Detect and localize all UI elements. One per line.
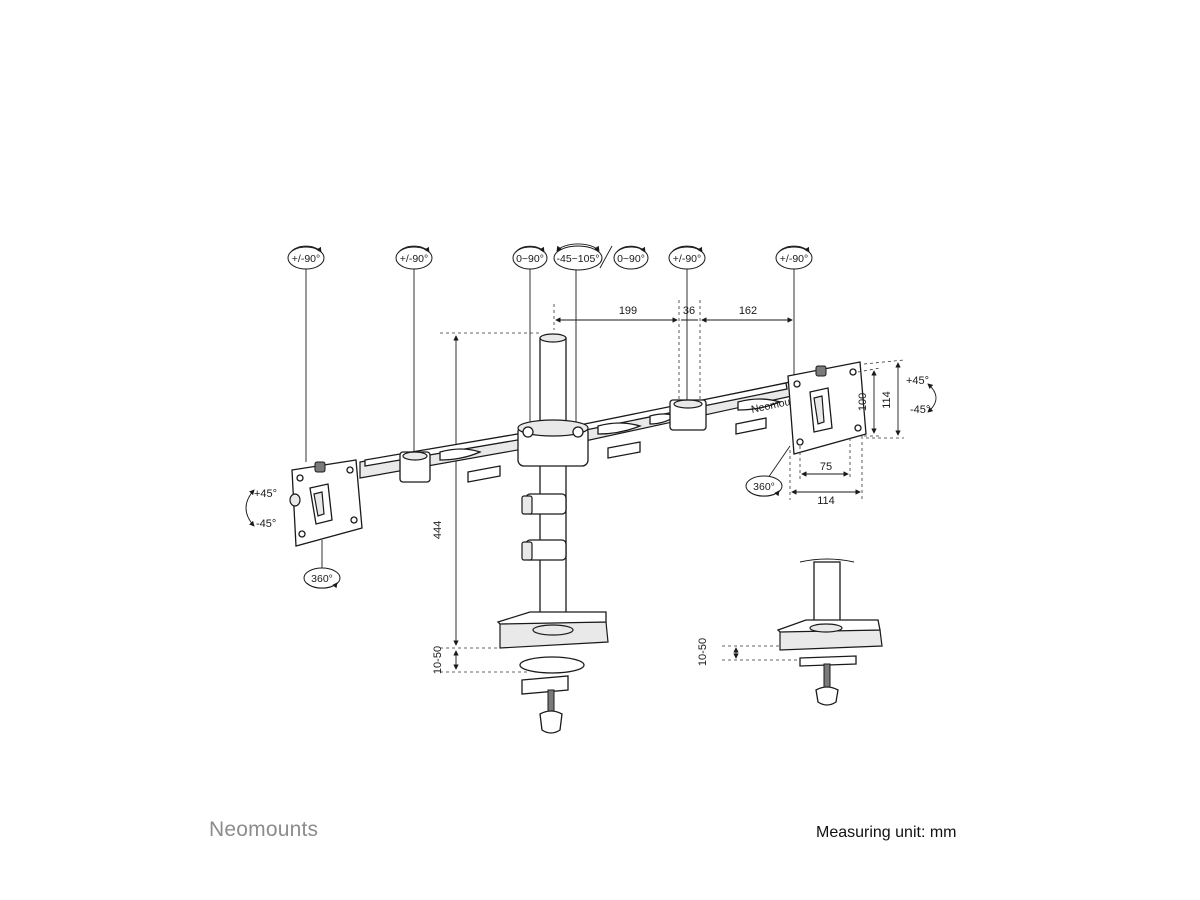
svg-text:360°: 360° [311,573,333,585]
svg-text:+45°: +45° [254,488,277,500]
right-vesa-plate [787,361,867,455]
crossbar-arm: Neomounts [359,381,805,483]
svg-text:360°: 360° [753,481,775,493]
svg-text:+/-90°: +/-90° [673,253,701,265]
dim-36-label: 36 [683,305,695,317]
central-pole [517,333,589,629]
badge-leader-lines [305,269,795,462]
vesa-114-height-label: 114 [881,391,893,409]
clamp-detail: 10-50 [697,558,883,706]
clamp-detail-range-label: 10-50 [697,638,709,666]
swivel-badge-left: 360° [303,540,341,589]
badge-separator [599,245,613,269]
arm-dimension-line: 199 36 162 [553,300,793,410]
rotation-badge-left-arm: +/-90° [395,245,433,270]
clamp-range-label: 10-50 [432,646,444,674]
rotation-badge-right-head: +/-90° [775,245,813,270]
left-tilt-indicator: +45° -45° [245,488,277,530]
vesa-114-width-label: 114 [817,495,835,507]
measuring-unit-note: Measuring unit: mm [816,824,957,841]
svg-text:+/-90°: +/-90° [292,253,320,265]
dim-444-label: 444 [432,521,444,539]
svg-text:+45°: +45° [906,375,929,387]
rotation-badge-pole-center: -45~105° [553,243,603,271]
dim-162-label: 162 [739,305,757,317]
rotation-badge-pole-left: 0~90° [512,245,548,270]
right-tilt-indicator: +45° -45° [906,375,937,416]
svg-text:0~90°: 0~90° [516,253,544,265]
rotation-badge-pole-right: 0~90° [613,245,649,270]
vesa-75-label: 75 [820,461,832,473]
svg-text:+/-90°: +/-90° [780,253,808,265]
dim-199-label: 199 [619,305,637,317]
rotation-badge-right-arm: +/-90° [668,245,706,270]
vesa-dimensions: 100 114 75 114 [789,359,905,507]
svg-text:0~90°: 0~90° [617,253,645,265]
pole-height-dimension: 444 10-50 [432,332,540,674]
left-vesa-plate [289,459,363,547]
brand-logo: Neomounts [209,818,319,841]
swivel-badge-right: 360° [745,445,791,497]
svg-text:-45°: -45° [256,518,276,530]
svg-text:-45°: -45° [910,404,930,416]
vesa-100-label: 100 [857,393,869,411]
svg-text:+/-90°: +/-90° [400,253,428,265]
svg-text:-45~105°: -45~105° [556,253,599,265]
rotation-badge-left-head: +/-90° [287,245,325,270]
desk-clamp [496,611,609,734]
